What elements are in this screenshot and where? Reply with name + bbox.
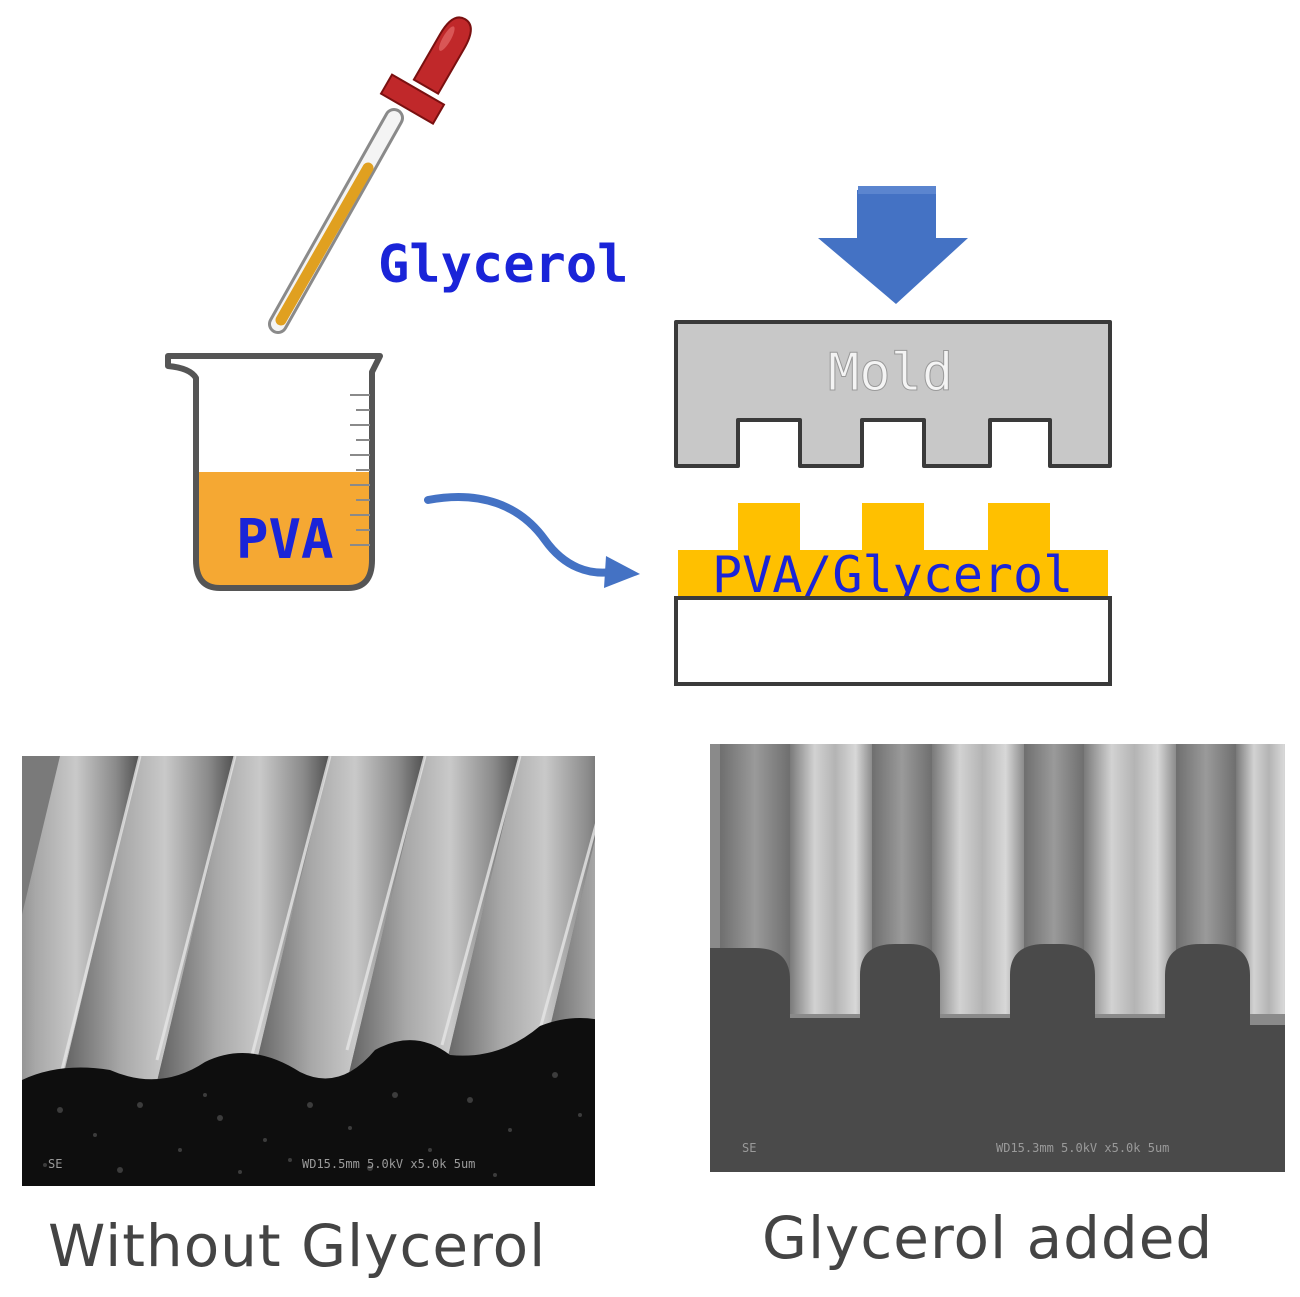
mold [674,320,1112,468]
beaker-icon [165,353,383,591]
process-arrow [424,493,640,588]
sem-right-detector: SE [742,1141,756,1155]
substrate [674,596,1112,686]
pva-glycerol-label: PVA/Glycerol [712,546,1073,604]
sem-image-without-glycerol: SE WD15.5mm 5.0kV x5.0k 5um [22,756,595,1186]
sem-image-glycerol-added: SE WD15.3mm 5.0kV x5.0k 5um [710,744,1285,1172]
pva-label: PVA [236,508,334,571]
caption-glycerol-added: Glycerol added [762,1204,1214,1272]
mold-label: Mold [828,343,953,403]
dropper-icon [268,16,472,334]
caption-without-glycerol: Without Glycerol [48,1212,547,1280]
sem-right-settings: WD15.3mm 5.0kV x5.0k 5um [996,1141,1169,1155]
sem-left-settings: WD15.5mm 5.0kV x5.0k 5um [302,1157,475,1171]
sem-left-detector: SE [48,1157,62,1171]
glycerol-label: Glycerol [378,235,628,295]
pva-glycerol-layer [678,503,1108,596]
press-arrow-icon [818,186,968,304]
